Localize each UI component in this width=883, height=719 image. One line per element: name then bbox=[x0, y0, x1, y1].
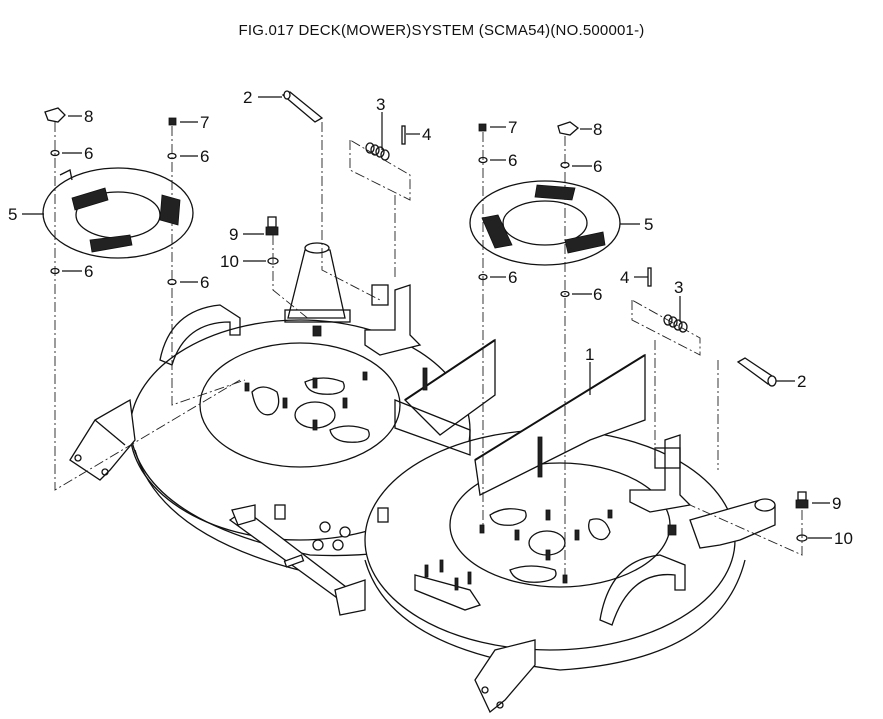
callout-5: 5 bbox=[8, 205, 17, 224]
callout-10: 10 bbox=[834, 529, 853, 548]
discharge-chute bbox=[394, 338, 646, 496]
callout-7: 7 bbox=[508, 118, 517, 137]
callout-9: 9 bbox=[832, 494, 841, 513]
left-side-bracket bbox=[228, 504, 389, 616]
callout-6: 6 bbox=[84, 262, 93, 281]
callout-4: 4 bbox=[422, 125, 431, 144]
callout-6: 6 bbox=[593, 285, 602, 304]
spindle-cover-plate-left bbox=[42, 167, 194, 259]
spindle-cover-plate-right bbox=[469, 180, 621, 266]
callout-3: 3 bbox=[674, 278, 683, 297]
assembly-center-lines bbox=[54, 122, 803, 575]
callout-10: 10 bbox=[220, 252, 239, 271]
callout-6: 6 bbox=[508, 151, 517, 170]
callout-1: 1 bbox=[585, 345, 594, 364]
deck-left-housing bbox=[69, 242, 471, 576]
callout-6: 6 bbox=[200, 147, 209, 166]
callout-leaders bbox=[22, 96, 832, 539]
callout-6: 6 bbox=[84, 144, 93, 163]
callout-4: 4 bbox=[620, 268, 629, 287]
callout-2: 2 bbox=[797, 372, 806, 391]
callout-6: 6 bbox=[200, 273, 209, 292]
callout-6: 6 bbox=[593, 157, 602, 176]
callout-labels: 8 6 6 5 7 6 6 9 10 2 3 4 7 6 6 8 6 6 5 4… bbox=[8, 88, 853, 548]
deck-right-housing bbox=[364, 429, 776, 714]
callout-7: 7 bbox=[200, 113, 209, 132]
callout-3: 3 bbox=[376, 95, 385, 114]
callout-6: 6 bbox=[508, 268, 517, 287]
callout-9: 9 bbox=[229, 225, 238, 244]
callout-8: 8 bbox=[593, 120, 602, 139]
callout-8: 8 bbox=[84, 107, 93, 126]
callout-5: 5 bbox=[644, 215, 653, 234]
figure-title: FIG.017 DECK(MOWER)SYSTEM (SCMA54)(NO.50… bbox=[238, 22, 645, 39]
callout-2: 2 bbox=[243, 88, 252, 107]
